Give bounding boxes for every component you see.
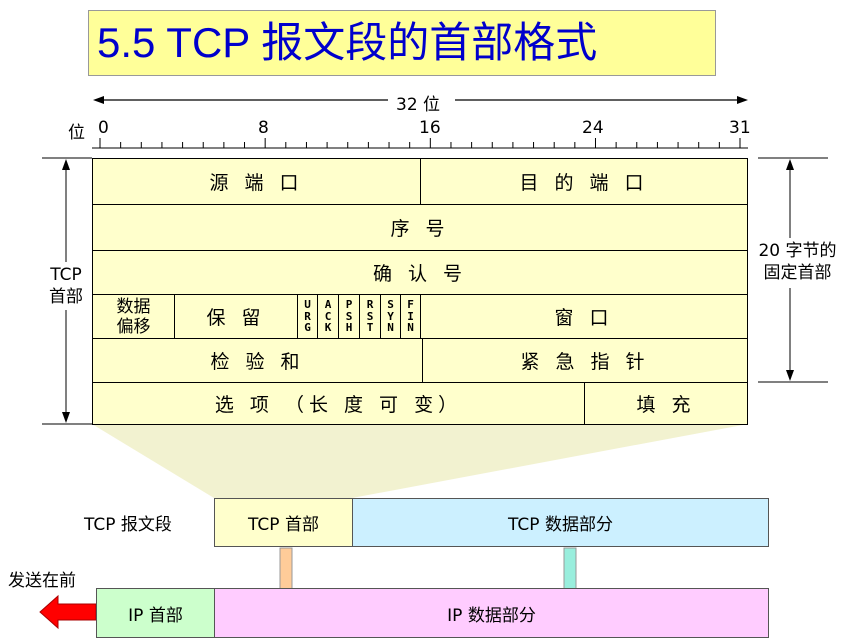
field-data-offset: 数据 偏移 bbox=[92, 294, 175, 339]
flag-ack: A C K bbox=[317, 294, 339, 339]
tcp-header-box: TCP 首部 bbox=[214, 498, 353, 547]
ruler-width-label: 32 位 bbox=[396, 95, 441, 115]
flag-fin: F I N bbox=[400, 294, 421, 339]
flag-psh-label: P S H bbox=[345, 298, 353, 335]
ip-data-box: IP 数据部分 bbox=[214, 588, 769, 638]
ip-header-box: IP 首部 bbox=[96, 588, 215, 638]
field-reserved: 保 留 bbox=[174, 294, 298, 339]
ruler-ticks bbox=[99, 138, 741, 148]
flag-urg: U R G bbox=[297, 294, 318, 339]
page-title: 5.5 TCP 报文段的首部格式 bbox=[88, 10, 716, 76]
flag-fin-label: F I N bbox=[407, 298, 414, 335]
tcp-segment-label: TCP 报文段 bbox=[84, 515, 172, 535]
field-sequence-number: 序 号 bbox=[92, 204, 748, 251]
tcp-data-box: TCP 数据部分 bbox=[352, 498, 769, 547]
field-options: 选 项 （长 度 可 变） bbox=[92, 382, 585, 425]
ruler-tick-31: 31 bbox=[729, 118, 751, 138]
flag-ack-label: A C K bbox=[324, 298, 332, 335]
ruler-tick-8: 8 bbox=[258, 118, 269, 138]
send-first-label: 发送在前 bbox=[8, 571, 76, 591]
flag-rst-label: R S T bbox=[366, 298, 374, 335]
field-padding: 填 充 bbox=[584, 382, 748, 425]
flag-syn: S Y N bbox=[380, 294, 401, 339]
ruler-tick-16: 16 bbox=[419, 118, 441, 138]
flag-syn-label: S Y N bbox=[387, 298, 394, 335]
flag-rst: R S T bbox=[359, 294, 381, 339]
field-window: 窗 口 bbox=[420, 294, 748, 339]
flag-psh: P S H bbox=[338, 294, 360, 339]
fixed-header-side-label: 20 字节的 固定首部 bbox=[750, 240, 845, 284]
ruler-unit-label: 位 bbox=[68, 123, 85, 143]
tcp-header-side-label: TCP 首部 bbox=[38, 264, 94, 308]
flag-urg-label: U R G bbox=[304, 298, 311, 335]
ruler-tick-0: 0 bbox=[98, 118, 109, 138]
field-checksum: 检 验 和 bbox=[92, 338, 423, 383]
field-source-port: 源 端 口 bbox=[92, 158, 421, 205]
field-dest-port: 目 的 端 口 bbox=[420, 158, 748, 205]
field-ack-number: 确 认 号 bbox=[92, 250, 748, 295]
ruler-tick-24: 24 bbox=[582, 118, 604, 138]
field-urgent-pointer: 紧 急 指 针 bbox=[422, 338, 748, 383]
